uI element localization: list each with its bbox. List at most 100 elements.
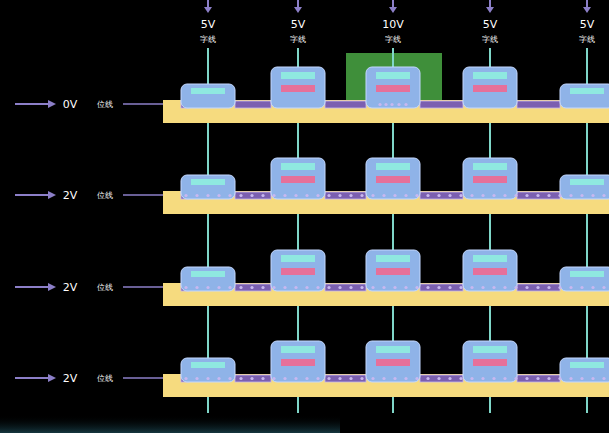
- bitline-arrow: [15, 194, 50, 196]
- electron: [272, 194, 275, 197]
- channel-strip: [517, 375, 560, 382]
- channel-strip: [325, 375, 366, 382]
- electron: [404, 103, 407, 106]
- electron: [283, 194, 286, 197]
- electron: [327, 194, 330, 197]
- channel-strip: [325, 192, 366, 199]
- voltage-label: 10V: [382, 19, 404, 30]
- line-name: 字线: [579, 36, 595, 44]
- electron: [327, 377, 330, 380]
- arrowhead: [48, 191, 56, 199]
- electron: [415, 377, 418, 380]
- control-gate: [473, 163, 507, 170]
- electron: [580, 286, 583, 289]
- gate: [191, 179, 225, 185]
- electron: [382, 377, 385, 380]
- memory-cell: [271, 341, 325, 382]
- electron: [558, 377, 561, 380]
- memory-cell: [271, 250, 325, 291]
- control-gate: [281, 346, 315, 353]
- line-name: 字线: [385, 36, 401, 44]
- electron: [437, 286, 440, 289]
- electron: [448, 286, 451, 289]
- electron: [514, 194, 517, 197]
- control-gate: [376, 346, 410, 353]
- electron: [217, 286, 220, 289]
- floating-gate: [376, 359, 410, 366]
- electron: [360, 286, 363, 289]
- memory-cell: [366, 250, 420, 291]
- electron: [195, 377, 198, 380]
- control-gate: [376, 72, 410, 79]
- electron: [404, 286, 407, 289]
- gate: [570, 271, 604, 277]
- floating-gate: [376, 85, 410, 92]
- electron: [525, 194, 528, 197]
- control-gate: [473, 346, 507, 353]
- line-name: 位线: [97, 284, 113, 292]
- electron: [305, 286, 308, 289]
- electron: [305, 377, 308, 380]
- electron: [492, 377, 495, 380]
- floating-gate: [473, 359, 507, 366]
- electron: [327, 286, 330, 289]
- electron: [547, 377, 550, 380]
- select-gate: [560, 267, 609, 291]
- gate: [570, 362, 604, 368]
- electron: [228, 286, 231, 289]
- gate: [570, 179, 604, 185]
- electron: [580, 377, 583, 380]
- voltage-label: 2V: [63, 190, 78, 201]
- electron: [503, 194, 506, 197]
- electron: [360, 194, 363, 197]
- voltage-label: 5V: [201, 19, 216, 30]
- floating-gate: [473, 176, 507, 183]
- electron: [316, 377, 319, 380]
- select-gate: [560, 84, 609, 108]
- channel-strip: [420, 192, 463, 199]
- memory-cell: [366, 158, 420, 199]
- control-gate: [376, 255, 410, 262]
- line-name: 位线: [97, 101, 113, 109]
- electron: [558, 286, 561, 289]
- electron: [426, 286, 429, 289]
- bitline-arrow: [15, 286, 50, 288]
- electron: [239, 194, 242, 197]
- channel-strip: [420, 375, 463, 382]
- control-gate: [376, 163, 410, 170]
- channel-strip: [325, 101, 366, 108]
- electron: [514, 286, 517, 289]
- channel-strip: [517, 284, 560, 291]
- electron: [184, 194, 187, 197]
- electron: [536, 194, 539, 197]
- voltage-label: 0V: [63, 99, 78, 110]
- electron: [382, 194, 385, 197]
- gate: [191, 271, 225, 277]
- electron: [459, 194, 462, 197]
- voltage-label: 5V: [483, 19, 498, 30]
- electron: [536, 377, 539, 380]
- voltage-label: 2V: [63, 282, 78, 293]
- electron: [371, 377, 374, 380]
- channel-strip: [517, 101, 560, 108]
- electron: [569, 286, 572, 289]
- electron: [272, 286, 275, 289]
- electron: [404, 194, 407, 197]
- control-gate: [473, 72, 507, 79]
- floating-gate: [281, 359, 315, 366]
- electron: [239, 377, 242, 380]
- memory-cell: [271, 158, 325, 199]
- arrowhead: [583, 7, 591, 13]
- bitline-arrow: [15, 377, 50, 379]
- memory-cell: [463, 158, 517, 199]
- electron: [283, 286, 286, 289]
- electron: [426, 194, 429, 197]
- bitline-arrow: [15, 103, 50, 105]
- electron: [195, 286, 198, 289]
- electron: [206, 286, 209, 289]
- electron: [250, 194, 253, 197]
- electron: [602, 286, 605, 289]
- electron: [602, 377, 605, 380]
